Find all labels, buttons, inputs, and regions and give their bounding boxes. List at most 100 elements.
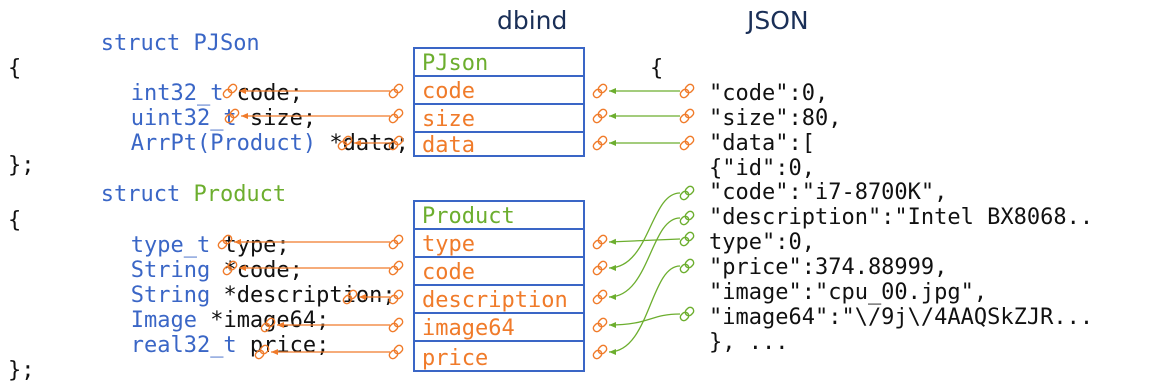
field-decl: *description; xyxy=(210,283,395,308)
struct-product-field-image64: Image *image64; xyxy=(38,308,396,333)
struct-pjson-field-data: ArrPt(Product) *data; xyxy=(38,131,475,156)
json-title: JSON xyxy=(745,6,809,35)
json-line: "image":"cpu_00.jpg", xyxy=(709,280,987,305)
field-type: uint32_t xyxy=(131,106,237,131)
link-icon xyxy=(592,108,608,124)
dbind-product-header: Product xyxy=(422,204,515,229)
json-line: type":0, xyxy=(709,230,815,255)
dbind-product-cell-description xyxy=(413,284,585,314)
struct-product-field-code: String *code; xyxy=(38,258,369,283)
json-line: "price":374.88999, xyxy=(709,255,947,280)
link-icon xyxy=(222,83,238,99)
json-line: "size":80, xyxy=(709,106,841,131)
link-icon xyxy=(224,108,240,124)
dbind-product-cell-price xyxy=(413,340,585,372)
link-icon xyxy=(337,135,353,151)
struct-pjson-keyword: struct xyxy=(101,31,180,56)
connector-arrow xyxy=(608,238,681,245)
struct-pjson-field-size: uint32_t size; xyxy=(38,106,382,131)
connectors xyxy=(217,83,695,360)
link-icon xyxy=(388,83,404,99)
json-line: "image64":"\/9j\/4AAQSkZJR... xyxy=(709,305,1093,330)
dbind-product-header-cell xyxy=(413,200,585,230)
dbind-pjson-cell-size xyxy=(413,103,585,133)
field-type: ArrPt(Product) xyxy=(131,131,316,156)
field-decl: type; xyxy=(210,233,289,258)
field-type: String xyxy=(131,258,210,283)
dbind-product-field-code: code xyxy=(422,260,475,285)
dbind-pjson-field-data: data xyxy=(422,133,475,158)
link-icon xyxy=(592,234,608,250)
dbind-pjson-field-size: size xyxy=(422,107,475,132)
link-icon xyxy=(222,260,238,276)
json-line: {"id":0, xyxy=(709,156,815,181)
struct-product-name: Product xyxy=(193,182,286,207)
json-line: "data":[ xyxy=(709,131,815,156)
struct-product-field-price: real32_t price; xyxy=(38,333,396,358)
link-icon xyxy=(679,108,695,124)
field-type: Image xyxy=(131,308,197,333)
field-decl: *code; xyxy=(210,258,303,283)
connector-arrow xyxy=(608,313,681,328)
struct-product-open-brace: { xyxy=(8,208,21,233)
json-line: "code":"i7-8700K", xyxy=(709,180,947,205)
struct-product-close-brace: }; xyxy=(8,358,35,383)
field-type: int32_t xyxy=(131,81,224,106)
link-icon xyxy=(679,185,695,201)
struct-product-code: struct Product { type_t type; String *co… xyxy=(8,182,396,383)
link-icon xyxy=(592,135,608,151)
json-line: "code":0, xyxy=(709,81,828,106)
dbind-product-field-price: price xyxy=(422,346,488,371)
dbind-product-field-image64: image64 xyxy=(422,316,515,341)
link-icon xyxy=(592,317,608,333)
link-icon xyxy=(592,289,608,305)
link-icon xyxy=(679,83,695,99)
dbind-product-field-description: description xyxy=(422,288,568,313)
field-type: real32_t xyxy=(131,333,237,358)
link-icon xyxy=(679,306,695,322)
link-icon xyxy=(388,344,404,360)
link-icon xyxy=(388,289,404,305)
field-decl: code; xyxy=(223,81,302,106)
json-line: { xyxy=(650,56,663,81)
dbind-product-cell-type xyxy=(413,228,585,258)
json-line: "description":"Intel BX8068.. xyxy=(709,205,1093,230)
json-text: { "code":0, "size":80, "data":[ {"id":0,… xyxy=(650,56,1093,355)
field-decl: *image64; xyxy=(197,308,329,333)
link-icon xyxy=(592,344,608,360)
json-line: }, ... xyxy=(709,330,788,355)
link-icon xyxy=(592,83,608,99)
link-icon xyxy=(388,234,404,250)
dbind-pjson-field-code: code xyxy=(422,79,475,104)
link-icon xyxy=(388,260,404,276)
link-icon xyxy=(679,135,695,151)
link-icon xyxy=(388,317,404,333)
dbind-product-box: Product type code description image64 pr… xyxy=(413,200,585,372)
struct-pjson-decl: struct PJSon xyxy=(8,31,326,56)
struct-pjson-close-brace: }; xyxy=(8,153,35,178)
dbind-pjson-box: PJson code size data xyxy=(413,47,585,158)
dbind-title: dbind xyxy=(497,6,567,35)
struct-pjson-open-brace: { xyxy=(8,56,21,81)
struct-pjson-name: PJSon xyxy=(193,31,259,56)
link-icon xyxy=(679,210,695,226)
dbind-pjson-header: PJson xyxy=(422,51,488,76)
dbind-pjson-cell-data xyxy=(413,131,585,157)
link-icon xyxy=(342,289,358,305)
field-decl: price; xyxy=(237,333,330,358)
struct-pjson-code: struct PJSon { int32_t code; uint32_t si… xyxy=(8,31,475,178)
dbind-product-cell-code xyxy=(413,256,585,286)
connector-arrow xyxy=(608,192,681,271)
field-decl: size; xyxy=(237,106,316,131)
field-type: type_t xyxy=(131,233,210,258)
link-icon xyxy=(679,258,695,274)
link-icon xyxy=(679,231,695,247)
link-icon xyxy=(260,317,276,333)
link-icon xyxy=(254,344,270,360)
link-icon xyxy=(592,260,608,276)
field-type: String xyxy=(131,283,210,308)
link-icon xyxy=(388,135,404,151)
struct-product-decl: struct Product xyxy=(8,182,352,207)
dbind-product-field-type: type xyxy=(422,232,475,257)
